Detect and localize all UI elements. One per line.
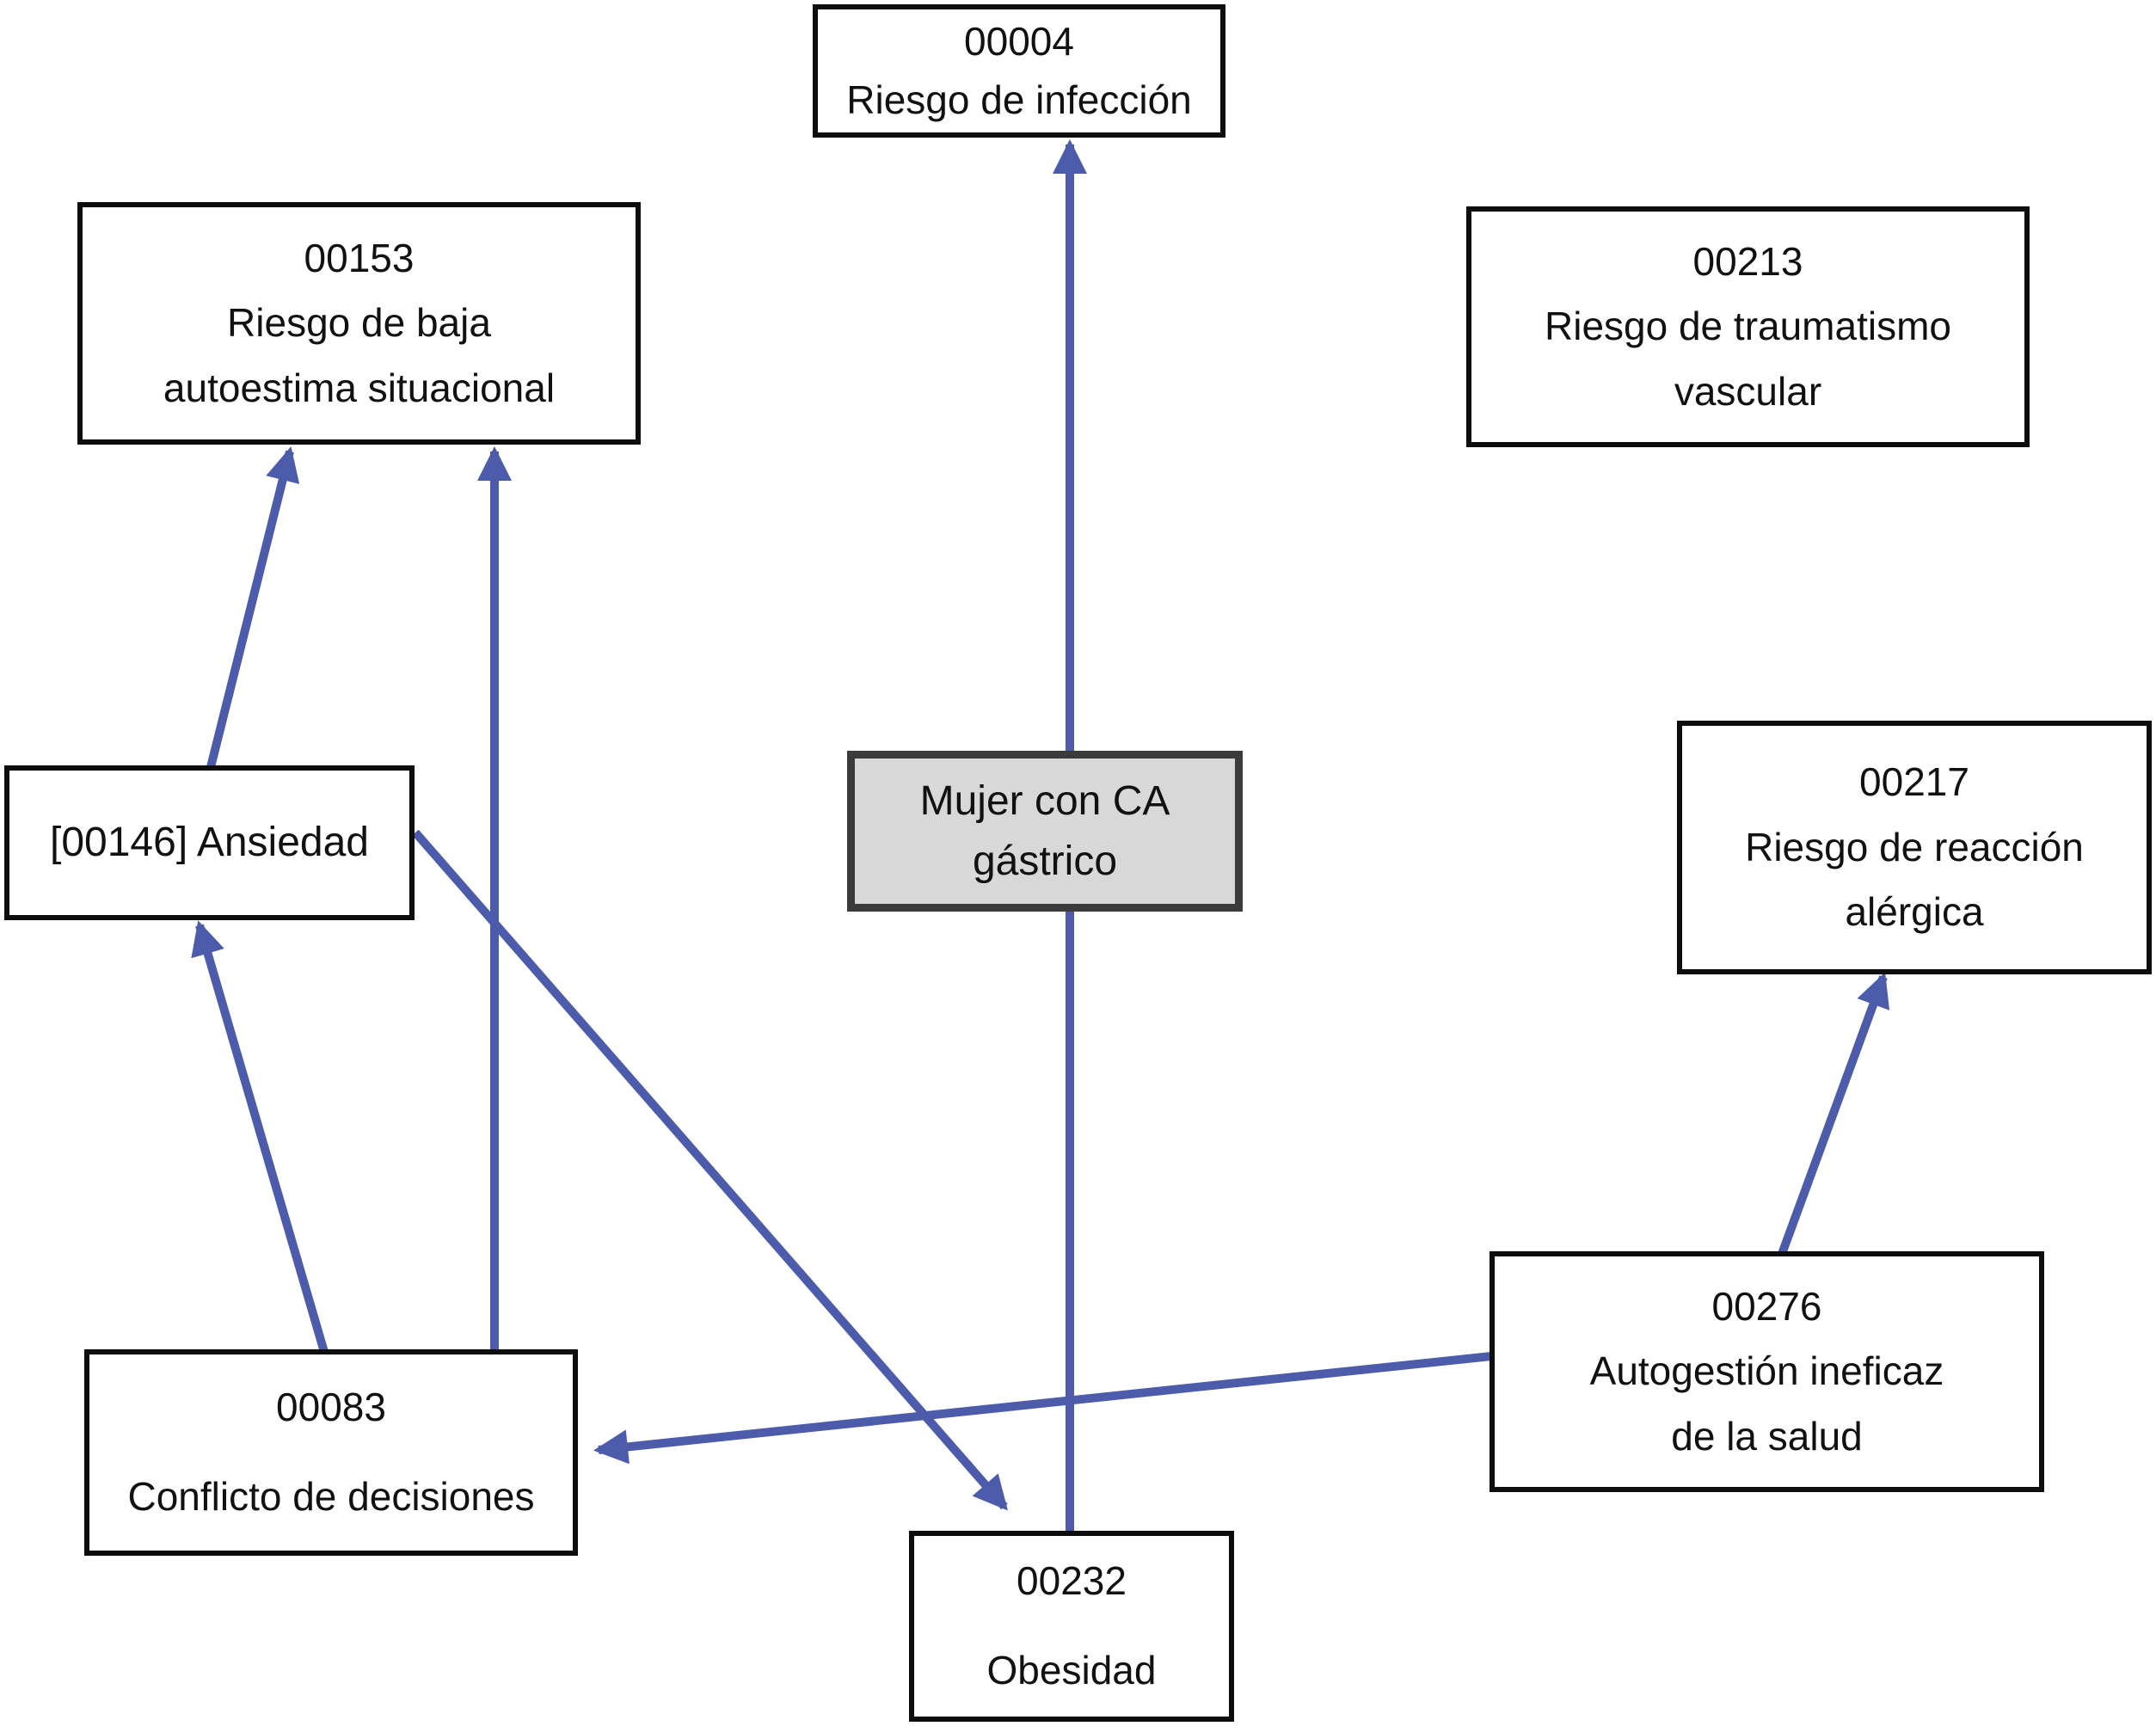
node-code: 00217 bbox=[1859, 759, 1969, 805]
edge-00146-to-00232 bbox=[412, 829, 1008, 1511]
edge-00146-to-00153 bbox=[206, 446, 300, 769]
node-00213-riesgo-traumatismo-vascular: 00213 Riesgo de traumatismo vascular bbox=[1466, 206, 2030, 447]
edge-00276-to-00083 bbox=[593, 1352, 1492, 1465]
node-label: Mujer con CA bbox=[919, 777, 1170, 824]
node-patient-mujer-ca-gastrico: Mujer con CA gástrico bbox=[847, 751, 1243, 912]
node-code: 00153 bbox=[304, 235, 415, 280]
node-00083-conflicto-decisiones: 00083 Conflicto de decisiones bbox=[84, 1349, 578, 1556]
node-code: 00083 bbox=[276, 1385, 386, 1430]
node-label: [00146] Ansiedad bbox=[50, 820, 369, 866]
node-label: de la salud bbox=[1671, 1413, 1863, 1459]
node-00217-riesgo-reaccion-alergica: 00217 Riesgo de reacción alérgica bbox=[1677, 721, 2152, 974]
edge-00083-to-00146 bbox=[191, 920, 329, 1354]
node-00146-ansiedad: [00146] Ansiedad bbox=[4, 765, 415, 920]
node-00153-riesgo-baja-autoestima: 00153 Riesgo de baja autoestima situacio… bbox=[77, 202, 641, 445]
node-code: 00004 bbox=[964, 18, 1074, 64]
node-00004-riesgo-infeccion: 00004 Riesgo de infección bbox=[813, 4, 1225, 138]
node-label: Riesgo de baja bbox=[227, 300, 491, 346]
node-label: Riesgo de traumatismo bbox=[1545, 304, 1951, 349]
node-label: autoestima situacional bbox=[163, 365, 556, 410]
node-label: vascular bbox=[1674, 368, 1822, 414]
edge-00276-to-00217 bbox=[1778, 972, 1890, 1256]
node-code: 00276 bbox=[1711, 1283, 1822, 1329]
node-label: Riesgo de infección bbox=[846, 77, 1192, 122]
node-00232-obesidad: 00232 Obesidad bbox=[909, 1531, 1234, 1722]
node-label: alérgica bbox=[1845, 889, 1984, 935]
node-00276-autogestion-ineficaz: 00276 Autogestión ineficaz de la salud bbox=[1490, 1251, 2044, 1492]
node-label: gástrico bbox=[972, 838, 1118, 884]
node-label: Conflicto de decisiones bbox=[127, 1474, 535, 1519]
node-label: Riesgo de reacción bbox=[1745, 824, 2084, 869]
node-code: 00232 bbox=[1017, 1558, 1127, 1604]
node-label: Autogestión ineficaz bbox=[1589, 1348, 1944, 1394]
node-label: Obesidad bbox=[986, 1648, 1157, 1692]
node-code: 00213 bbox=[1692, 238, 1803, 284]
